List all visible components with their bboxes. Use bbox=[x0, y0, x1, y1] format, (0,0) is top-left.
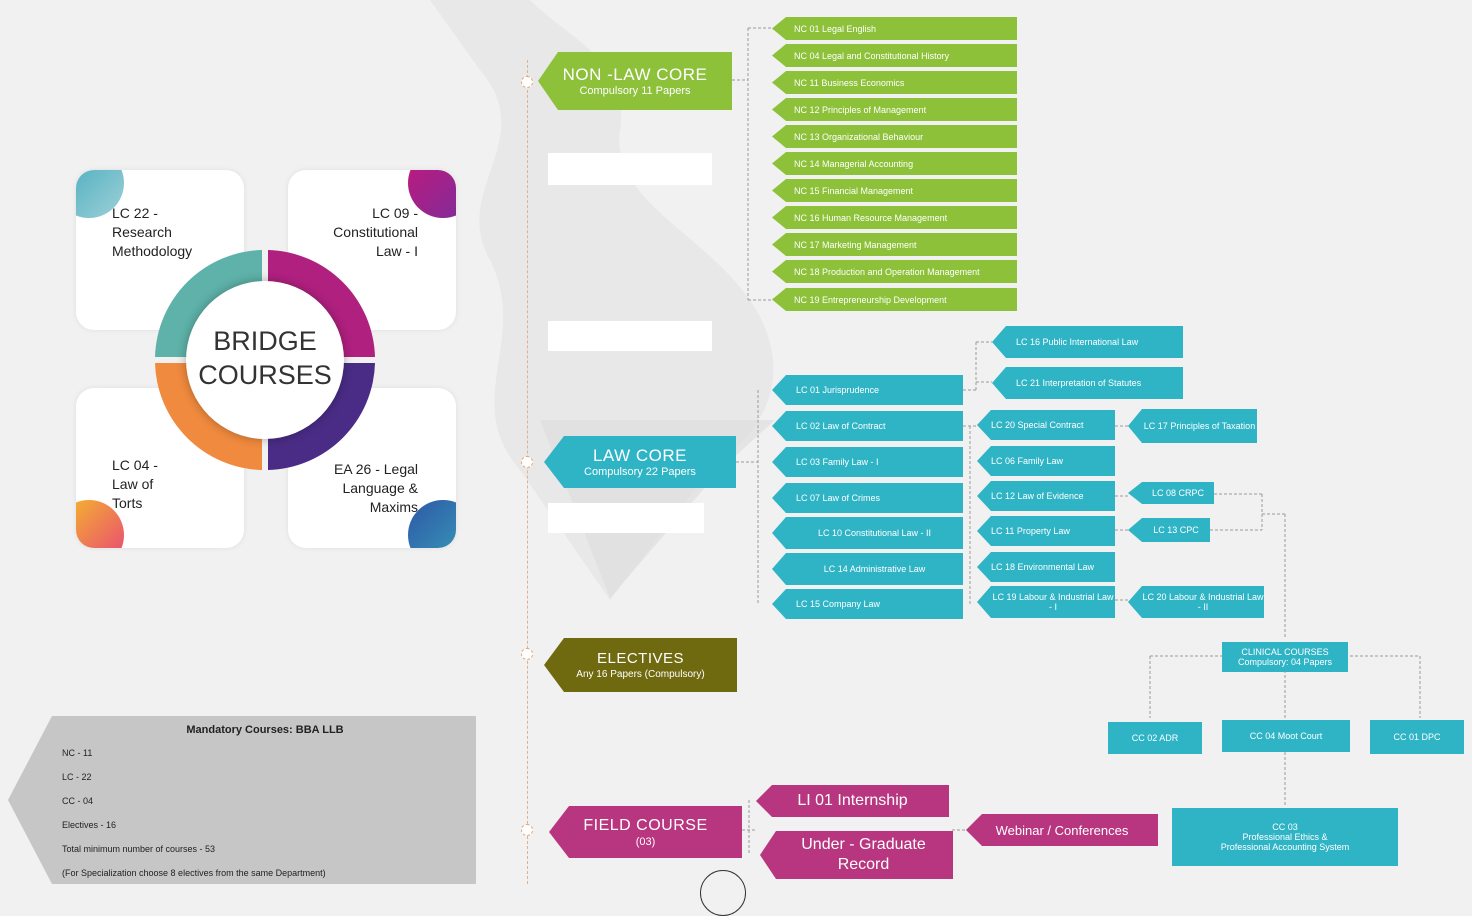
bridge-title-line2: COURSES bbox=[198, 360, 332, 390]
field-course-header: FIELD COURSE (03) bbox=[549, 806, 742, 858]
nc-item: NC 01 Legal English bbox=[772, 17, 1017, 40]
field-item-ug-record: Under - Graduate Record bbox=[760, 831, 953, 879]
lc-col3-item: LC 17 Principles of Taxation bbox=[1128, 409, 1257, 443]
lc-top-item: LC 16 Public International Law bbox=[992, 326, 1183, 358]
lc-col2-item: LC 06 Family Law bbox=[977, 446, 1115, 476]
cc-item: CC 04 Moot Court bbox=[1222, 720, 1350, 752]
non-law-core-subtitle: Compulsory 11 Papers bbox=[579, 84, 691, 97]
bridge-center-circle bbox=[186, 281, 344, 439]
field-item-ug-record-label: Under - Graduate Record bbox=[801, 836, 926, 873]
electives-title: ELECTIVES bbox=[596, 649, 685, 667]
nc-item: NC 16 Human Resource Management bbox=[772, 206, 1017, 229]
bridge-title-line1: BRIDGE bbox=[213, 326, 317, 356]
cc-03-line1: CC 03 bbox=[1272, 822, 1298, 832]
lc-col3-item: LC 20 Labour & Industrial Law - II bbox=[1128, 586, 1264, 618]
mandatory-row-electives: Electives - 16 bbox=[62, 820, 117, 830]
lc-col3-item: LC 08 CRPC bbox=[1128, 482, 1214, 504]
clinical-courses-subtitle: Compulsory: 04 Papers bbox=[1237, 657, 1333, 667]
cc-03-line2: Professional Ethics & bbox=[1242, 832, 1328, 842]
lc-col1-item: LC 02 Law of Contract bbox=[772, 411, 963, 441]
lc-col2-item: LC 18 Environmental Law bbox=[977, 552, 1115, 582]
timeline-dot-electives bbox=[521, 648, 533, 660]
nc-item: NC 14 Managerial Accounting bbox=[772, 152, 1017, 175]
nc-item: NC 11 Business Economics bbox=[772, 71, 1017, 94]
bridge-card-legal-language-label: EA 26 - Legal Language & Maxims bbox=[333, 461, 418, 515]
field-item-internship: LI 01 Internship bbox=[756, 785, 949, 817]
lc-col1-item: LC 10 Constitutional Law - II bbox=[772, 517, 963, 549]
law-core-subtitle: Compulsory 22 Papers bbox=[584, 465, 696, 478]
mandatory-row-total: Total minimum number of courses - 53 bbox=[62, 844, 216, 854]
nc-item: NC 04 Legal and Constitutional History bbox=[772, 44, 1017, 67]
bridge-card-constitutional-label: LC 09 - Constitutional Law - I bbox=[333, 205, 418, 259]
timeline-dot-law-core bbox=[521, 456, 533, 468]
nc-item: NC 15 Financial Management bbox=[772, 179, 1017, 202]
cc-item: CC 02 ADR bbox=[1108, 722, 1202, 754]
mandatory-courses-title: Mandatory Courses: BBA LLB bbox=[186, 724, 344, 736]
lc-col1-item: LC 03 Family Law - I bbox=[772, 447, 963, 477]
clinical-courses-box: CLINICAL COURSES Compulsory: 04 Papers bbox=[1222, 642, 1348, 672]
mandatory-row-cc: CC - 04 bbox=[62, 796, 94, 806]
timeline-dot-non-law bbox=[521, 76, 533, 88]
lc-col2-item: LC 20 Special Contract bbox=[977, 410, 1115, 440]
lc-col3-item: LC 13 CPC bbox=[1128, 518, 1210, 542]
lc-col2-item: LC 19 Labour & Industrial Law - I bbox=[977, 586, 1115, 618]
lc-col1-item: LC 14 Administrative Law bbox=[772, 553, 963, 585]
mandatory-row-nc: NC - 11 bbox=[62, 748, 93, 758]
nc-item: NC 17 Marketing Management bbox=[772, 233, 1017, 256]
mandatory-row-specialization: (For Specialization choose 8 electives f… bbox=[62, 868, 326, 878]
clinical-courses-title: CLINICAL COURSES bbox=[1241, 647, 1329, 657]
law-core-title: LAW CORE bbox=[592, 445, 688, 465]
electives-header: ELECTIVES Any 16 Papers (Compulsory) bbox=[544, 638, 737, 692]
nc-item: NC 13 Organizational Behaviour bbox=[772, 125, 1017, 148]
lc-col2-item: LC 11 Property Law bbox=[977, 516, 1115, 546]
nc-item: NC 19 Entrepreneurship Development bbox=[772, 288, 1017, 311]
cc-03-line3: Professional Accounting System bbox=[1220, 842, 1350, 852]
bridge-card-research-label: LC 22 - Research Methodology bbox=[112, 205, 193, 259]
connector-lines bbox=[732, 27, 1421, 855]
lc-col1-item: LC 15 Company Law bbox=[772, 589, 963, 619]
non-law-core-title: NON -LAW CORE bbox=[562, 64, 708, 84]
blank-bar-2 bbox=[548, 321, 712, 351]
electives-subtitle: Any 16 Papers (Compulsory) bbox=[576, 668, 705, 680]
field-course-subtitle: (03) bbox=[635, 835, 656, 848]
lc-top-item: LC 21 Interpretation of Statutes bbox=[992, 367, 1183, 399]
bridge-ring bbox=[155, 250, 375, 470]
mandatory-row-lc: LC - 22 bbox=[62, 772, 92, 782]
mandatory-courses-panel bbox=[8, 716, 476, 884]
lc-col1-item: LC 01 Jurisprudence bbox=[772, 375, 963, 405]
lc-col1-item: LC 07 Law of Crimes bbox=[772, 483, 963, 513]
timeline-dot-field bbox=[521, 824, 533, 836]
nc-item: NC 18 Production and Operation Managemen… bbox=[772, 260, 1017, 283]
timeline-line bbox=[527, 60, 528, 884]
law-core-header: LAW CORE Compulsory 22 Papers bbox=[544, 436, 736, 488]
blank-bar-1 bbox=[548, 153, 712, 185]
cc-03-box: CC 03 Professional Ethics & Professional… bbox=[1172, 808, 1398, 866]
blank-bar-3 bbox=[548, 503, 704, 533]
non-law-core-header: NON -LAW CORE Compulsory 11 Papers bbox=[538, 52, 732, 110]
cc-item: CC 01 DPC bbox=[1370, 720, 1464, 754]
field-item-webinar: Webinar / Conferences bbox=[966, 814, 1158, 846]
nc-item: NC 12 Principles of Management bbox=[772, 98, 1017, 121]
lc-col2-item: LC 12 Law of Evidence bbox=[977, 481, 1115, 511]
field-course-title: FIELD COURSE bbox=[583, 816, 708, 834]
bridge-card-torts-label: LC 04 - Law of Torts bbox=[112, 457, 158, 511]
